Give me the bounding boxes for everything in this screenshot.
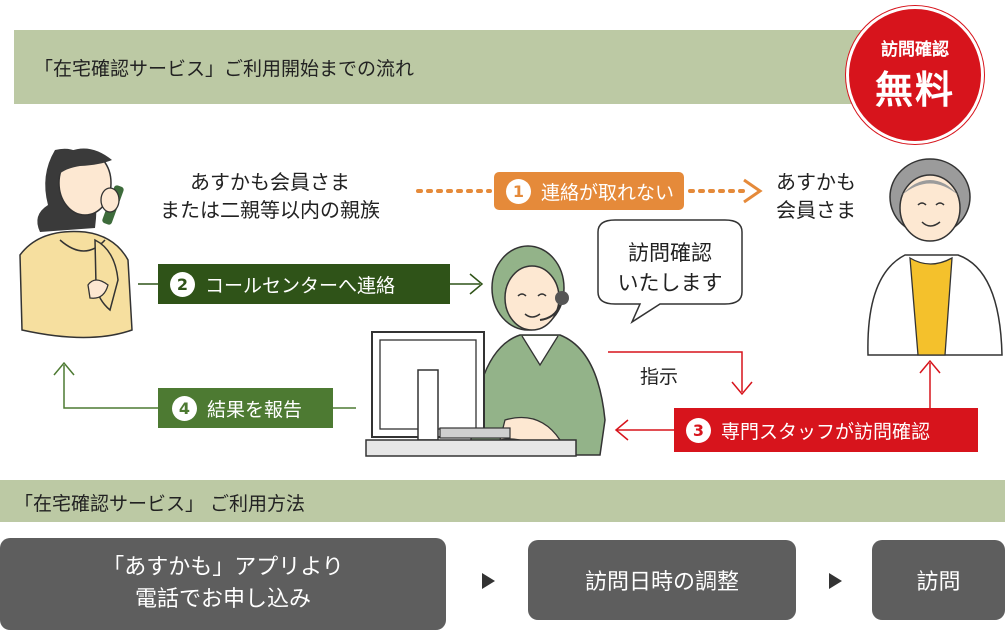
member-right-line1: あすかも	[776, 170, 856, 194]
usage-step-visit-text: 訪問	[916, 570, 961, 595]
member-or-relative-label: あすかも会員さま または二親等以内の親族	[140, 168, 400, 224]
step3-text: 専門スタッフが訪問確認	[721, 420, 931, 443]
member-right-line2: 会員さま	[776, 198, 856, 222]
usage-step-apply-line1: 「あすかも」アプリより	[102, 555, 344, 580]
usage-step-schedule: 訪問日時の調整	[528, 540, 796, 620]
step3-connector	[614, 359, 941, 441]
member-label-line1: あすかも会員さま	[190, 170, 350, 194]
page-title: 「在宅確認サービス」ご利用開始までの流れ	[34, 58, 415, 80]
speech-line1: 訪問確認	[628, 241, 712, 265]
instruction-label: 指示	[640, 366, 679, 388]
usage-step-apply-line2: 電話でお申し込み	[134, 587, 311, 612]
usage-step-schedule-text: 訪問日時の調整	[584, 570, 739, 595]
step-number-badge: 4	[172, 395, 197, 421]
free-visit-badge: 訪問確認 無料	[846, 6, 984, 144]
speech-line2: いたします	[617, 271, 723, 295]
step4-text: 結果を報告	[207, 398, 303, 421]
member-label-right: あすかも 会員さま	[776, 168, 886, 224]
step2-contact-callcenter-label: 2 コールセンターへ連絡	[158, 264, 450, 304]
speech-bubble-text: 訪問確認 いたします	[600, 238, 740, 298]
step2-connector	[138, 273, 484, 295]
elderly-member-illustration	[867, 158, 1003, 356]
speech-bubble	[597, 219, 743, 324]
step1-text: 連絡が取れない	[541, 181, 675, 204]
call-center-operator-illustration	[469, 245, 606, 456]
step1-connector	[416, 178, 763, 204]
step3-staff-visit-label: 3 専門スタッフが訪問確認	[674, 408, 978, 452]
usage-section-title: 「在宅確認サービス」 ご利用方法	[14, 493, 306, 515]
step4-connector	[53, 361, 356, 409]
badge-subtitle: 訪問確認	[881, 40, 949, 60]
instruction-connector	[608, 351, 753, 396]
step4-report-result-label: 4 結果を報告	[158, 388, 333, 428]
step1-unreachable-label: 1 連絡が取れない	[494, 172, 684, 210]
step2-text: コールセンターへ連絡	[205, 274, 396, 297]
header-bar	[14, 30, 894, 104]
usage-section-bar	[0, 480, 1005, 522]
computer-illustration	[365, 331, 577, 457]
usage-step-apply: 「あすかも」アプリより 電話でお申し込み	[0, 538, 446, 630]
step-number-badge: 2	[170, 271, 195, 297]
member-label-line2: または二親等以内の親族	[160, 198, 380, 222]
usage-step-visit: 訪問	[872, 540, 1005, 620]
step-number-badge: 1	[506, 178, 531, 204]
badge-free-label: 無料	[874, 68, 955, 112]
triangle-arrow-icon	[829, 573, 842, 589]
step-number-badge: 3	[686, 417, 711, 443]
relative-illustration	[19, 148, 133, 339]
triangle-arrow-icon	[482, 573, 495, 589]
